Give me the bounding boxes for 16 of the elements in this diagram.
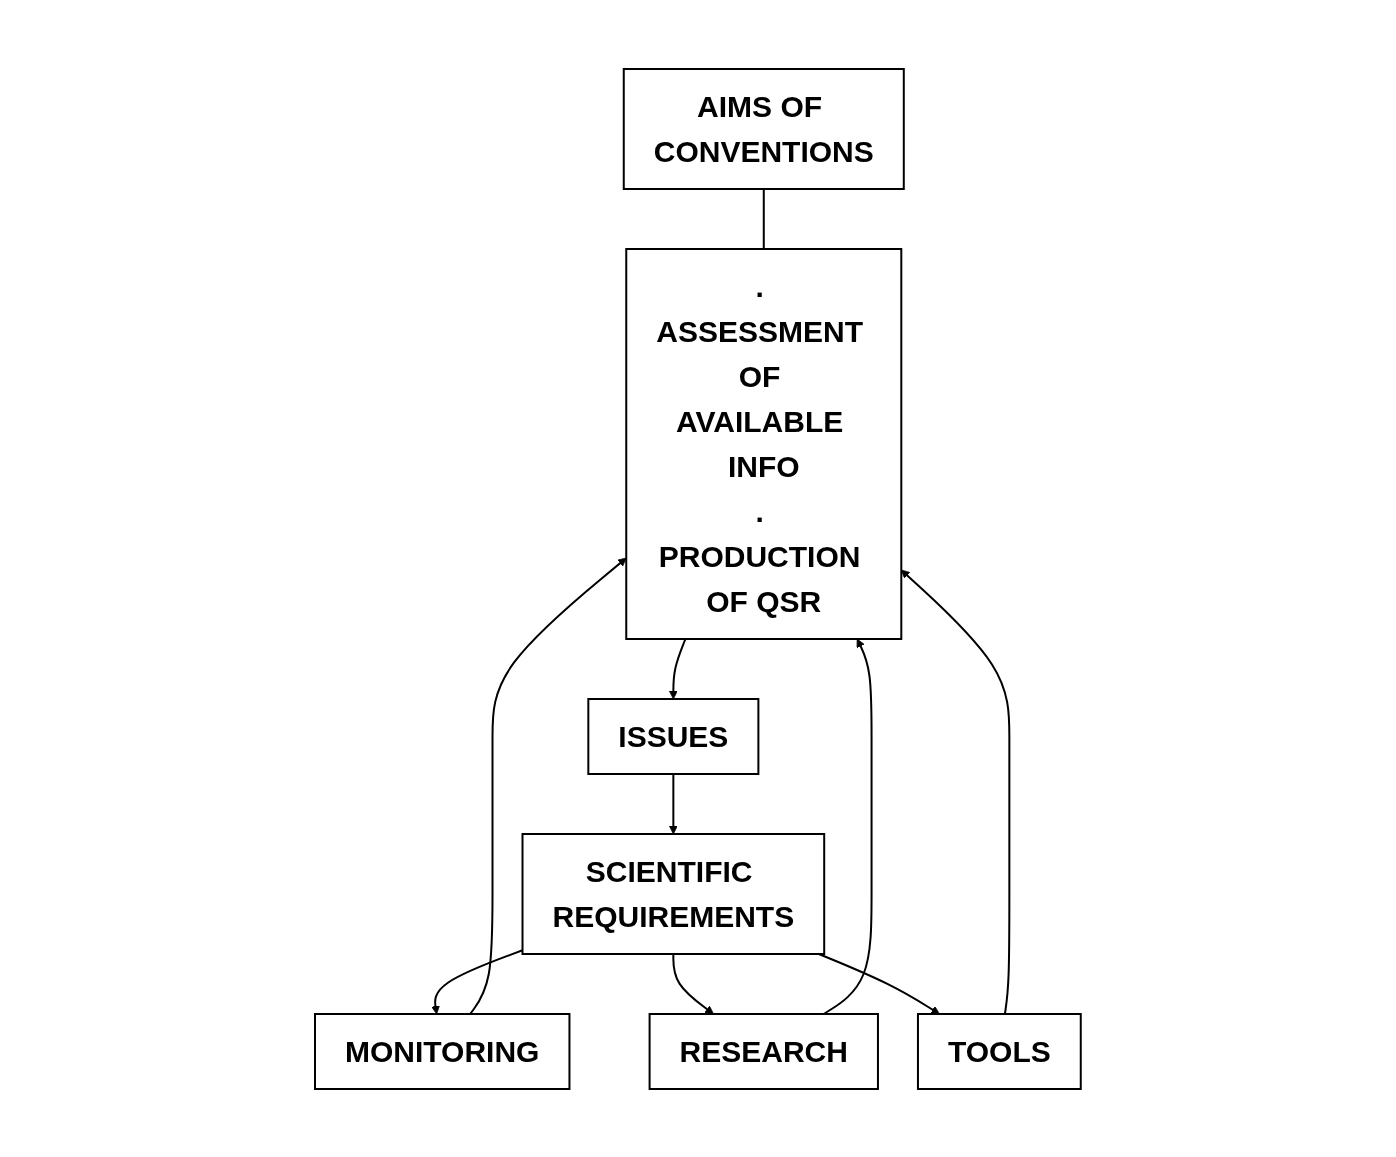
arrow xyxy=(669,637,687,699)
node-box: MONITORING xyxy=(314,1012,571,1090)
arrow xyxy=(431,948,524,1014)
arrow xyxy=(817,952,940,1014)
node-box: ISSUES xyxy=(587,697,760,775)
arrow xyxy=(469,557,627,1015)
arrow xyxy=(672,952,715,1014)
node-box: RESEARCH xyxy=(648,1012,880,1090)
node-box: . ASSESSMENT OF AVAILABLE INFO . PRODUCTION OF QSR xyxy=(625,247,903,640)
node-box: SCIENTIFIC REQUIREMENTS xyxy=(521,832,826,955)
arrow xyxy=(901,569,1011,1015)
connector xyxy=(762,187,765,250)
node-box: TOOLS xyxy=(917,1012,1082,1090)
node-box: AIMS OF CONVENTIONS xyxy=(622,67,905,190)
arrow xyxy=(822,638,873,1015)
arrow xyxy=(669,772,678,834)
